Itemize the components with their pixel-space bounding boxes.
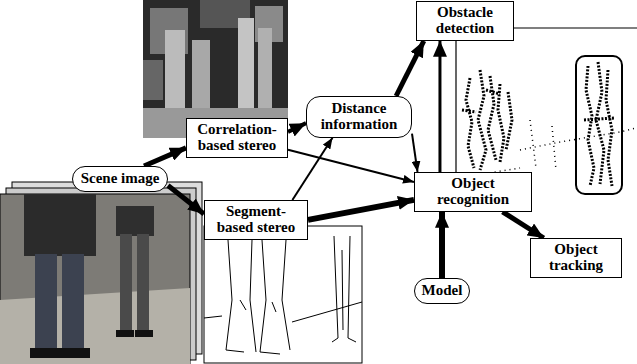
box-label: Obstacle detection — [421, 5, 509, 37]
process-box: Segment-based stereo — [204, 200, 308, 240]
point-scatter — [470, 120, 636, 176]
box-label: Object tracking — [535, 242, 617, 274]
process-box: Object tracking — [530, 238, 622, 278]
process-box: Object recognition — [414, 172, 532, 212]
rounded-box: Distance information — [306, 96, 412, 138]
point-cluster — [584, 62, 614, 186]
person-shoe — [135, 330, 153, 337]
edge-outline — [332, 236, 356, 342]
box-label: Object recognition — [419, 176, 527, 208]
edge-outline — [204, 302, 362, 322]
rounded-box: Model — [414, 278, 470, 304]
edge-image — [204, 226, 362, 363]
arrow-connector — [439, 212, 445, 278]
process-box: Correlation-based stereo — [186, 118, 288, 158]
edge-outline — [226, 240, 290, 354]
scene-photo — [0, 182, 202, 364]
arrow-connector — [144, 148, 186, 166]
arrow-connector — [308, 200, 414, 220]
person-shoe — [30, 348, 60, 358]
person-shoe — [116, 330, 134, 337]
edge-image-frame — [204, 226, 362, 363]
person-shoe — [60, 348, 90, 358]
person-jacket — [116, 206, 154, 236]
panel-border — [455, 38, 456, 172]
arrow-connector — [288, 123, 306, 132]
arrow-connector — [412, 134, 418, 172]
person-jacket — [24, 194, 96, 256]
disparity-block — [143, 60, 163, 100]
rounded-box: Scene image — [72, 166, 168, 192]
disparity-leg — [238, 18, 254, 114]
arrow-connector — [168, 185, 204, 214]
person-leg — [120, 234, 132, 334]
person-leg — [62, 254, 84, 352]
box-label: Segment-based stereo — [209, 204, 303, 236]
disparity-leg — [165, 30, 185, 116]
box-label: Model — [421, 283, 463, 299]
photo-wall — [0, 194, 190, 364]
arrow-connector — [396, 41, 424, 96]
arrow-connector — [292, 138, 332, 200]
person-leg — [35, 254, 57, 352]
process-box: Obstacle detection — [416, 1, 514, 41]
point-cluster — [462, 70, 512, 170]
arrow-connector — [438, 41, 441, 172]
detection-box — [576, 56, 622, 194]
arrow-connector — [503, 212, 544, 238]
box-label: Correlation-based stereo — [191, 122, 283, 154]
box-label: Scene image — [79, 171, 161, 187]
person-leg — [137, 234, 149, 334]
disparity-leg — [192, 40, 210, 116]
disparity-leg — [258, 28, 272, 114]
photo-floor — [0, 288, 190, 364]
point-cloud-panel — [456, 28, 637, 194]
panel-border — [514, 27, 637, 28]
box-label: Distance information — [313, 101, 405, 133]
